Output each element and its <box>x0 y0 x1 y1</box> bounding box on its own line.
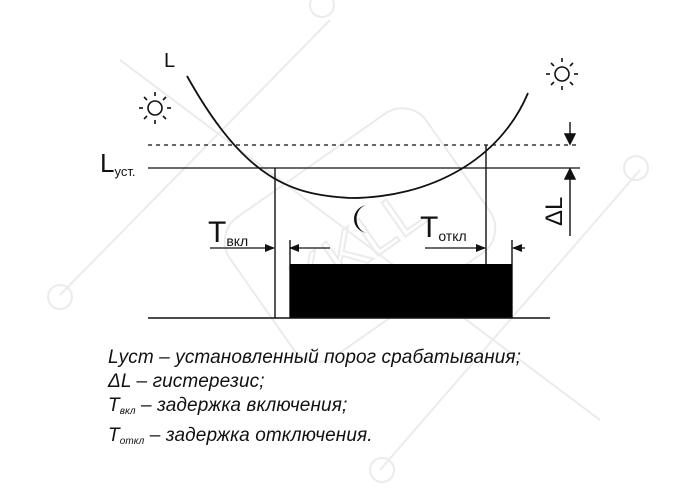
hysteresis-indicator <box>563 122 577 236</box>
legend-item-t-on: Tвкл – задержка включения; <box>108 395 348 417</box>
legend-item-hysteresis: ΔL – гистерезис; <box>108 371 265 392</box>
legend: Lуст – установленный порог срабатывания;… <box>108 346 521 454</box>
legend-item-threshold: Lуст – установленный порог срабатывания; <box>108 347 522 368</box>
threshold-label: Lуст. <box>100 148 135 179</box>
legend-item-t-off: Tоткл – задержка отключения. <box>108 425 373 447</box>
sun-icon <box>546 58 578 90</box>
hysteresis-label: ΔL <box>541 197 568 226</box>
t-off-label: Tоткл <box>420 211 467 244</box>
output-on-block <box>290 264 512 318</box>
light-level-curve <box>186 75 529 199</box>
sun-icon <box>139 92 171 124</box>
t-on-label: Tвкл <box>208 216 248 249</box>
moon-icon <box>354 205 368 233</box>
curve-label: L <box>164 50 175 72</box>
